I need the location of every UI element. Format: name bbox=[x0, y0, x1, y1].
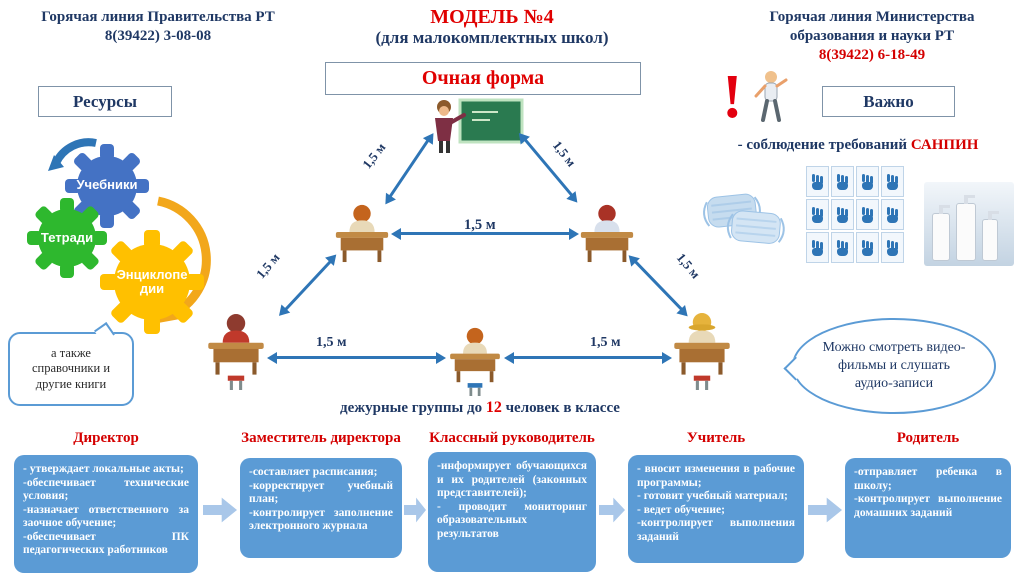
handwash-step bbox=[881, 199, 904, 230]
distance-label: 1,5 м bbox=[359, 139, 389, 172]
hand-icon bbox=[835, 206, 850, 223]
distance-arrow bbox=[267, 351, 446, 364]
sanpin-requirement: - соблюдение требований САНПИН bbox=[700, 137, 1016, 154]
hand-icon bbox=[810, 239, 825, 256]
student-desk-icon bbox=[450, 327, 500, 396]
role-title-director: Директор bbox=[73, 430, 139, 446]
person-icon bbox=[754, 71, 788, 122]
hand-icon bbox=[860, 173, 875, 190]
hotline-ministry-title-2: образования и науки РТ bbox=[789, 27, 955, 44]
distance-arrow bbox=[391, 227, 579, 240]
hand-icon bbox=[860, 206, 875, 223]
media-bubble: Можно смотреть видео- фильмы и слушать а… bbox=[792, 318, 996, 414]
role-box-deputy: -составляет расписания; -корректирует уч… bbox=[240, 458, 402, 558]
resources-label: Ресурсы bbox=[72, 91, 137, 111]
hand-icon bbox=[885, 206, 900, 223]
distance-label: 1,5 м bbox=[252, 249, 283, 282]
caption-after: человек в классе bbox=[501, 400, 620, 416]
distance-label: 1,5 м bbox=[673, 249, 704, 282]
flow-arrow-icon bbox=[203, 497, 237, 523]
handwash-step bbox=[856, 232, 879, 263]
masks-image bbox=[703, 193, 785, 244]
hand-icon bbox=[835, 173, 850, 190]
teacher-blackboard-icon bbox=[435, 98, 524, 153]
student-desk-icon bbox=[674, 313, 730, 390]
role-title-parent: Родитель bbox=[896, 430, 960, 446]
distance-arrow bbox=[284, 260, 332, 311]
hotline-ministry-title-1: Горячая линия Министерства bbox=[769, 9, 975, 25]
handwash-step bbox=[856, 166, 879, 197]
role-title-class-teacher: Классный руководитель bbox=[429, 430, 595, 446]
handwash-step bbox=[831, 166, 854, 197]
role-title-deputy: Заместитель директора bbox=[241, 430, 401, 446]
important-label: Важно bbox=[863, 91, 914, 111]
gear-label-encyclopedias: Энциклопедии bbox=[116, 267, 188, 297]
handwash-step bbox=[806, 199, 829, 230]
student-desk-icon bbox=[208, 314, 264, 390]
hand-icon bbox=[835, 239, 850, 256]
hotline-ministry-phone: 8(39422) 6-18-49 bbox=[818, 46, 926, 63]
handwash-step bbox=[831, 199, 854, 230]
role-box-teacher: - вносит изменения в рабочие программы; … bbox=[628, 455, 804, 563]
hotline-government-phone: 8(39422) 3-08-08 bbox=[104, 27, 212, 44]
gear-label-notebooks: Тетради bbox=[40, 230, 94, 245]
gear-label-textbooks: Учебники bbox=[76, 177, 138, 192]
hand-icon bbox=[860, 239, 875, 256]
distance-label: 1,5 м bbox=[549, 137, 580, 170]
important-box: Важно bbox=[822, 86, 955, 117]
distance-label: 1,5 м bbox=[590, 335, 621, 350]
distance-arrow bbox=[634, 260, 683, 311]
hotline-government-title: Горячая линия Правительства РТ bbox=[41, 9, 275, 25]
flow-arrow-icon bbox=[599, 497, 625, 523]
media-bubble-text: Можно смотреть видео- фильмы и слушать а… bbox=[822, 339, 966, 392]
handwash-step bbox=[831, 232, 854, 263]
flow-arrow-icon bbox=[808, 497, 842, 523]
distance-label: 1,5 м bbox=[316, 335, 347, 350]
caption-before: дежурные группы до bbox=[340, 400, 486, 416]
resources-box: Ресурсы bbox=[38, 86, 172, 117]
caption-count: 12 bbox=[485, 399, 502, 416]
slide-title-block: МОДЕЛЬ №4 (для малокомплектных школ) bbox=[332, 6, 652, 48]
handwash-step bbox=[806, 166, 829, 197]
hand-icon bbox=[885, 239, 900, 256]
gear-green-icon bbox=[27, 198, 107, 278]
student-desk-icon bbox=[335, 204, 389, 263]
hand-icon bbox=[885, 173, 900, 190]
handwash-step bbox=[856, 199, 879, 230]
sanitizer-bottle-icon bbox=[956, 195, 976, 261]
exclamation-icon: ! bbox=[722, 63, 743, 131]
student-desk-icon bbox=[580, 204, 634, 263]
gear-yellow-icon bbox=[100, 230, 204, 334]
flow-arrow-icon bbox=[404, 497, 426, 523]
sanpin-highlight: САНПИН bbox=[910, 137, 979, 153]
hand-icon bbox=[810, 206, 825, 223]
form-box: Очная форма bbox=[325, 62, 641, 95]
hotline-government: Горячая линия Правительства РТ 8(39422) … bbox=[8, 8, 308, 46]
handwash-step bbox=[881, 166, 904, 197]
distance-arrow bbox=[504, 351, 672, 364]
page-title: МОДЕЛЬ №4 bbox=[430, 6, 554, 28]
page-subtitle: (для малокомплектных школ) bbox=[375, 28, 609, 47]
role-box-parent: -отправляет ребенка в школу; -контролиру… bbox=[845, 458, 1011, 558]
form-label: Очная форма bbox=[421, 67, 545, 89]
role-box-class-teacher: -информирует обучающихся и их родителей … bbox=[428, 452, 596, 572]
distance-arrow bbox=[388, 139, 430, 198]
duty-groups-caption: дежурные группы до 12 человек в классе bbox=[290, 399, 670, 417]
role-title-teacher: Учитель bbox=[686, 430, 746, 446]
sanitizer-image bbox=[924, 182, 1014, 266]
hotline-ministry: Горячая линия Министерства образования и… bbox=[728, 8, 1016, 64]
handwash-step bbox=[881, 232, 904, 263]
resources-note-text: а также справочники и другие книги bbox=[31, 345, 111, 391]
sanpin-prefix: - соблюдение требований bbox=[737, 137, 911, 153]
hand-icon bbox=[810, 173, 825, 190]
resources-gears-icon bbox=[27, 138, 211, 334]
handwash-step bbox=[806, 232, 829, 263]
sanitizer-bottle-icon bbox=[982, 211, 999, 261]
distance-label: 1,5 м bbox=[464, 217, 496, 233]
handwashing-instructions-image bbox=[806, 166, 904, 263]
resources-note-bubble: а также справочники и другие книги bbox=[8, 332, 134, 406]
sanitizer-bottle-icon bbox=[932, 205, 950, 261]
role-box-director: - утверждает локальные акты; -обеспечива… bbox=[14, 455, 198, 573]
